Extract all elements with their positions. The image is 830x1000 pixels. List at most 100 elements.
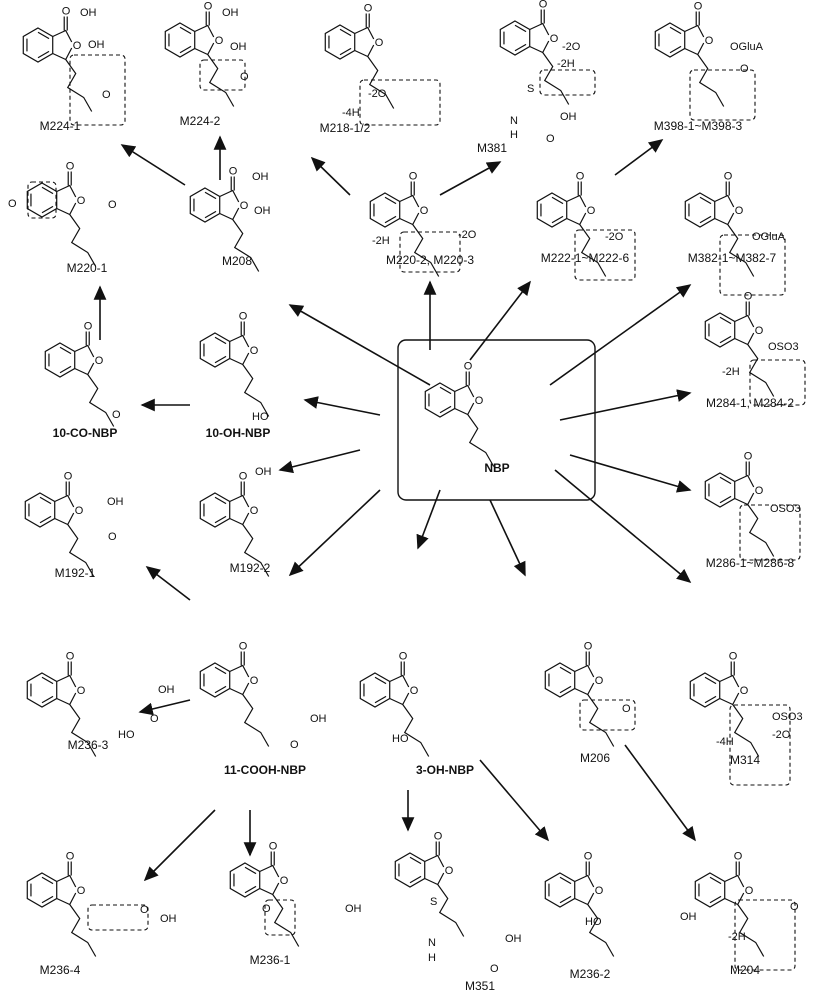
compound-label: M224-1 (40, 119, 81, 133)
carbonyl-oxygen: O (584, 851, 593, 863)
double-bond (374, 676, 387, 685)
carbonyl-oxygen: O (84, 321, 93, 333)
substituent-label: OSO3 (768, 341, 799, 353)
carbonyl-oxygen: O (364, 3, 373, 15)
side-chain (69, 214, 97, 267)
double-bond (214, 336, 227, 345)
benzene-ring (229, 862, 261, 898)
substituent-label: O (102, 89, 111, 101)
benzene-ring (359, 672, 391, 708)
modification-site-box (719, 234, 786, 296)
carbonyl-bond (67, 661, 72, 676)
benzene-ring (199, 332, 231, 368)
ring-oxygen: O (705, 35, 714, 47)
compound-label: M192-1 (55, 566, 96, 580)
double-bond (374, 695, 387, 704)
substituent-label: O (240, 71, 249, 83)
substituent-label: -4H (342, 107, 360, 119)
compound-label: M206 (580, 751, 610, 765)
reaction-arrow (145, 566, 191, 601)
benzene-ring (44, 342, 76, 378)
reaction-arrow (416, 489, 441, 550)
benzene-ring (544, 662, 576, 698)
substituent-label: N (428, 937, 436, 949)
double-bond (214, 496, 227, 505)
modification-site-box (689, 69, 756, 121)
side-chain (242, 694, 270, 747)
carbonyl-oxygen: O (464, 361, 473, 373)
carbonyl-bond (465, 371, 470, 386)
carbonyl-bond (240, 321, 245, 336)
side-chain (587, 904, 615, 957)
substituent-label: H (510, 129, 518, 141)
substituent-label: OGluA (752, 231, 786, 243)
ring-oxygen: O (410, 685, 419, 697)
side-chain (542, 52, 570, 105)
double-bond (214, 666, 227, 675)
substituent-label: N (510, 115, 518, 127)
substituent-label: S (527, 83, 534, 95)
lactone-ring (719, 674, 740, 706)
ring-oxygen: O (250, 675, 259, 687)
lactone-ring (714, 194, 735, 226)
substituent-label: HO (392, 733, 409, 745)
carbonyl-oxygen: O (584, 641, 593, 653)
carbonyl-oxygen: O (66, 851, 75, 863)
lactone-ring (52, 29, 73, 61)
substituent-label: H (428, 952, 436, 964)
compound-label: 10-CO-NBP (53, 426, 118, 440)
reaction-arrow (489, 499, 526, 577)
double-bond (409, 875, 422, 884)
lactone-ring (229, 494, 250, 526)
reaction-arrow (138, 699, 191, 716)
lactone-ring (229, 664, 250, 696)
side-chain (412, 224, 440, 277)
double-bond (439, 386, 452, 395)
substituent-label: O (790, 901, 799, 913)
compound-label: M192-2 (230, 561, 271, 575)
substituent-label: -2O (368, 88, 387, 100)
lactone-ring (259, 864, 280, 896)
substituent-label: OSO3 (772, 711, 803, 723)
double-bond (204, 191, 217, 200)
reaction-arrow (549, 284, 692, 386)
double-bond (719, 495, 732, 504)
carbonyl-bond (585, 651, 590, 666)
double-bond (514, 43, 527, 52)
lactone-ring (574, 874, 595, 906)
ring-oxygen: O (215, 35, 224, 47)
modification-site-box (574, 229, 636, 281)
carbonyl-oxygen: O (576, 171, 585, 183)
ring-oxygen: O (250, 505, 259, 517)
benzene-ring (694, 872, 726, 908)
carbonyl-oxygen: O (744, 451, 753, 463)
compound-label: M381 (477, 141, 507, 155)
compound-label: M236-3 (68, 738, 109, 752)
modification-site-box (69, 54, 126, 126)
double-bond (699, 196, 712, 205)
side-chain (367, 56, 395, 109)
double-bond (41, 895, 54, 904)
side-chain (587, 694, 615, 747)
side-chain (437, 884, 465, 937)
double-bond (559, 895, 572, 904)
carbonyl-oxygen: O (269, 841, 278, 853)
double-bond (41, 695, 54, 704)
substituent-label: OH (158, 684, 175, 696)
benzene-ring (24, 492, 56, 528)
modification-site-box (729, 704, 791, 786)
double-bond (709, 876, 722, 885)
side-chain (579, 224, 607, 277)
ring-oxygen: O (735, 205, 744, 217)
benzene-ring (26, 182, 58, 218)
compound-label: M236-4 (40, 963, 81, 977)
carbonyl-oxygen: O (204, 1, 213, 13)
